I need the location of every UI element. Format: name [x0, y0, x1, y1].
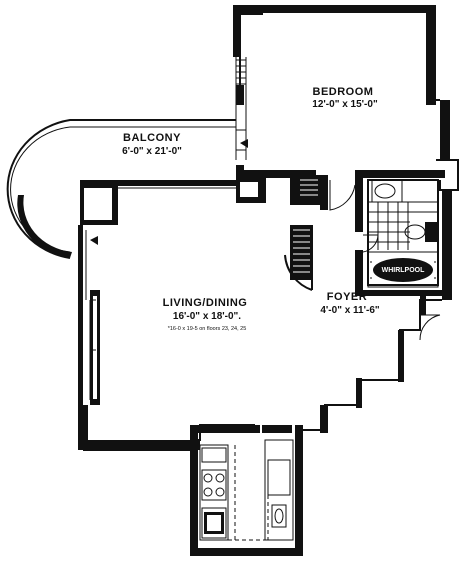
view-arrows — [90, 139, 248, 245]
living-note: *16-0 x 19-5 on floors 23, 24, 25 — [168, 326, 247, 332]
exterior-walls — [6, 5, 459, 556]
balcony-dims: 6'-0" x 21'-0" — [122, 146, 182, 157]
foyer-dims: 4'-0" x 11'-6" — [320, 305, 380, 316]
arrow-icon — [240, 139, 248, 148]
interior-walls — [236, 170, 445, 315]
room-labels: BEDROOM 12'-0" x 15'-0" BALCONY 6'-0" x … — [122, 86, 380, 332]
bathroom: WHIRLPOOL — [367, 179, 439, 288]
bedroom-dims: 12'-0" x 15'-0" — [312, 99, 378, 110]
living-name: LIVING/DINING — [163, 297, 248, 309]
door-swings — [284, 180, 441, 341]
foyer-name: FOYER — [327, 291, 367, 303]
whirlpool-tub — [373, 258, 433, 282]
closet-hatching — [236, 59, 449, 273]
kitchen — [199, 439, 294, 541]
whirlpool-label: WHIRLPOOL — [382, 267, 425, 274]
bedroom-name: BEDROOM — [313, 86, 374, 98]
living-dims: 16'-0" x 18'-0". — [173, 311, 241, 322]
arrow-icon — [90, 236, 98, 245]
glazing — [90, 129, 246, 401]
balcony-name: BALCONY — [123, 132, 181, 144]
